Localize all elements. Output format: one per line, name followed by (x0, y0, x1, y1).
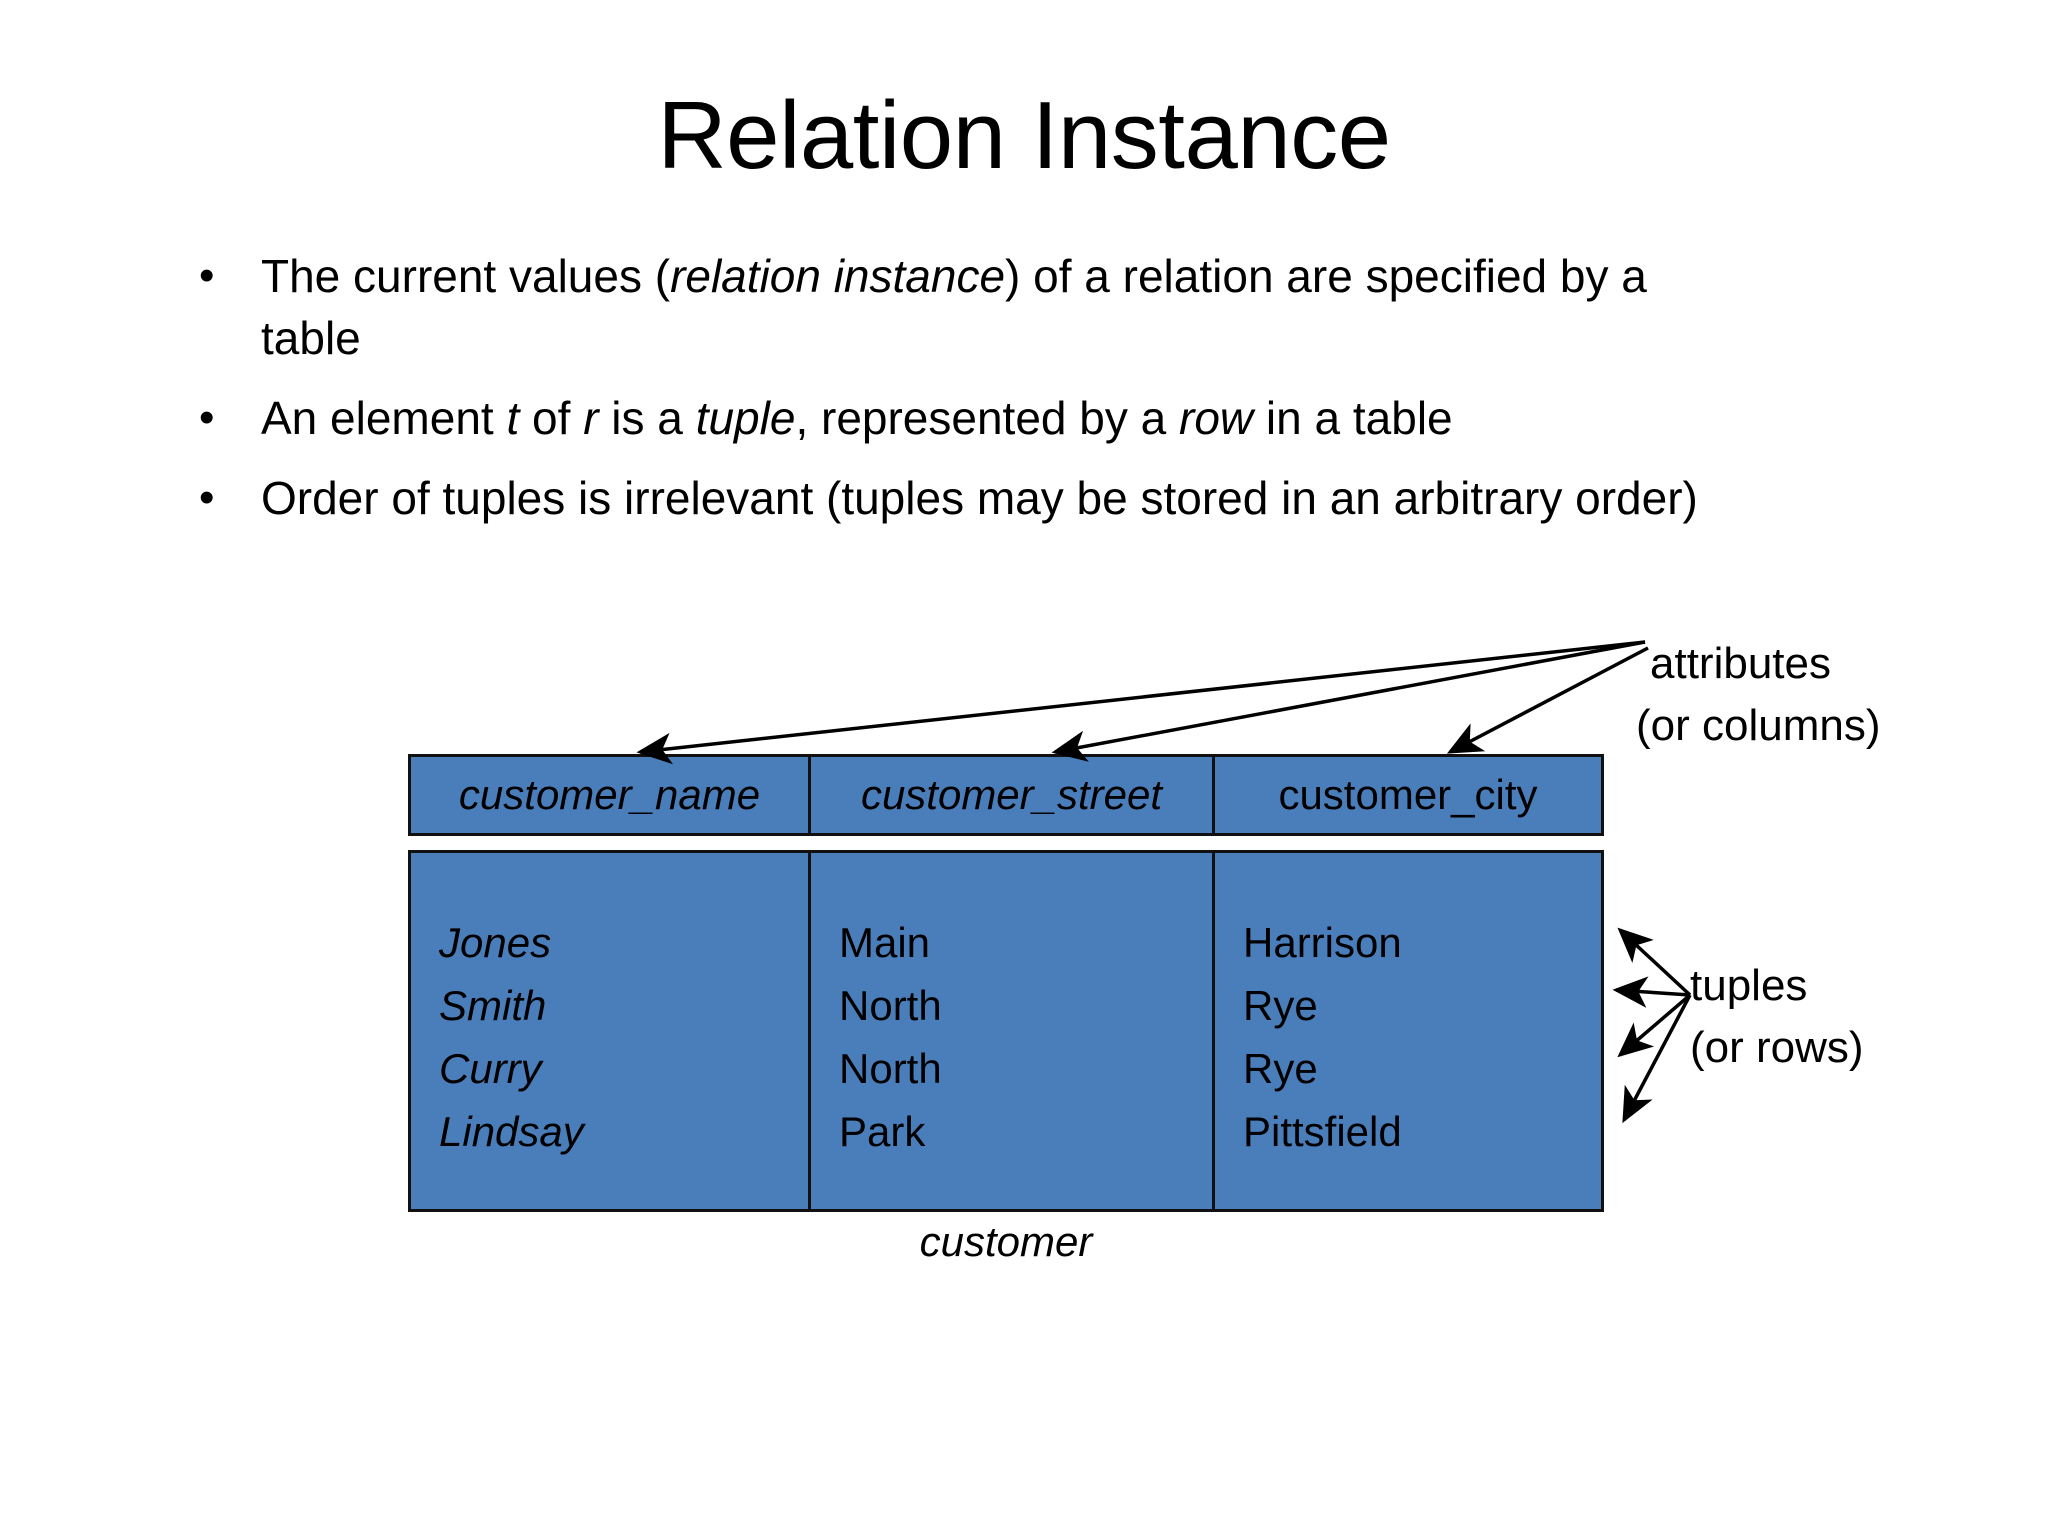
bullet-text-3: Order of tuples is irrelevant (tuples ma… (261, 467, 1701, 529)
bullet-2-part-2: of (519, 392, 584, 444)
arrow-to-customer-name (636, 640, 1646, 765)
table-column-customer-city: Harrison Rye Rye Pittsfield (1215, 853, 1601, 1209)
column-header-customer-city: customer_city (1278, 771, 1538, 818)
bullet-dot-icon: • (199, 473, 215, 522)
annotation-tuples-line2: (or rows) (1690, 1023, 1864, 1072)
table-body: Jones Smith Curry Lindsay Main North Nor… (408, 850, 1604, 1212)
bullet-dot-icon: • (199, 393, 215, 442)
attribute-arrow-group (636, 640, 1649, 765)
relation-table: customer_name customer_street customer_c… (408, 754, 1604, 1212)
bullet-list: • The current values (relation instance)… (185, 245, 1865, 547)
bullet-1-part-1-emphasis: relation instance (670, 250, 1006, 302)
bullet-2-part-0: An element (261, 392, 507, 444)
table-header-row: customer_name customer_street customer_c… (408, 754, 1604, 836)
table-cell: Jones (439, 919, 552, 966)
bullet-1-part-0: The current values ( (261, 250, 671, 302)
bullet-3-part-0: Order of tuples is irrelevant (tuples ma… (261, 472, 1698, 524)
table-column-customer-street: Main North North Park (811, 853, 1215, 1209)
bullet-2-part-8: in a table (1253, 392, 1453, 444)
bullet-item-1: • The current values (relation instance)… (185, 245, 1865, 369)
annotation-attributes: attributes (or columns) (1636, 633, 2030, 757)
table-cell: Curry (439, 1045, 542, 1092)
table-cell: Pittsfield (1243, 1108, 1402, 1155)
table-cell: Lindsay (439, 1108, 584, 1155)
table-cell: Smith (439, 982, 547, 1029)
table-caption: customer (919, 1218, 1093, 1265)
arrow-to-row-2 (1612, 976, 1691, 1008)
arrow-to-row-4 (1622, 994, 1692, 1124)
table-cell: North (839, 1045, 942, 1092)
arrow-to-customer-city (1446, 646, 1649, 754)
table-cell: Rye (1243, 982, 1318, 1029)
annotation-attributes-line2: (or columns) (1636, 701, 1881, 750)
table-cell: Harrison (1243, 919, 1402, 966)
bullet-item-3: • Order of tuples is irrelevant (tuples … (185, 467, 1865, 529)
table-column-customer-name: Jones Smith Curry Lindsay (411, 853, 811, 1209)
bullet-item-2: • An element t of r is a tuple, represen… (185, 387, 1865, 449)
table-cell: Rye (1243, 1045, 1318, 1092)
annotation-tuples: tuples (or rows) (1690, 955, 2030, 1079)
arrow-to-row-1 (1617, 927, 1692, 997)
table-cell: Main (839, 919, 931, 966)
arrow-to-row-3 (1617, 993, 1692, 1058)
annotation-attributes-line1: attributes (1650, 639, 1831, 688)
bullet-2-part-5-emphasis: tuple (695, 392, 796, 444)
arrow-to-customer-street (1051, 640, 1646, 762)
column-header-customer-street: customer_street (811, 757, 1215, 833)
table-cell: Park (839, 1108, 926, 1155)
bullet-2-part-4: is a (598, 392, 696, 444)
bullet-1-part-2: ) of a relation are specified by a table (261, 250, 1647, 364)
bullet-2-part-1-emphasis: t (506, 392, 520, 444)
bullet-text-2: An element t of r is a tuple, represente… (261, 387, 1701, 449)
annotation-tuples-line1: tuples (1690, 961, 1808, 1010)
column-header-customer-name: customer_name (411, 757, 811, 833)
table-cell: North (839, 982, 942, 1029)
bullet-dot-icon: • (199, 251, 215, 300)
bullet-2-part-3-emphasis: r (583, 392, 599, 444)
bullet-2-part-6: , represented by a (795, 392, 1180, 444)
tuple-arrow-group (1612, 927, 1692, 1124)
page-title: Relation Instance (657, 82, 1391, 189)
bullet-2-part-7-emphasis: row (1179, 392, 1254, 444)
bullet-text-1: The current values (relation instance) o… (261, 245, 1701, 369)
